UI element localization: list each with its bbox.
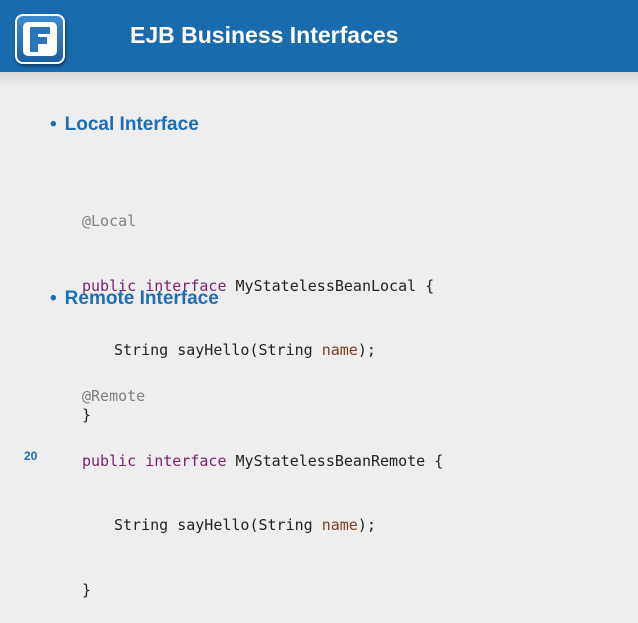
header-shadow-band	[0, 72, 638, 86]
slide-title: EJB Business Interfaces	[130, 22, 399, 48]
page-number: 20	[24, 449, 38, 463]
code-line-declaration: public interface MyStatelessBeanRemote {	[82, 451, 444, 470]
code-block-local: @Local public interface MyStatelessBeanL…	[82, 168, 434, 448]
bullet-dot: •	[50, 288, 57, 309]
code-line-method: String sayHello(String name);	[114, 341, 376, 359]
code-line-close: }	[82, 405, 92, 424]
bullet-dot: •	[50, 114, 57, 135]
code-line-annotation: @Local	[82, 212, 137, 230]
code-line-declaration: public interface MyStatelessBeanLocal {	[82, 276, 435, 295]
code-block-remote: @Remote public interface MyStatelessBean…	[82, 343, 443, 623]
letter-f-logo-icon	[15, 14, 65, 64]
bullet-remote-interface: • Remote Interface	[50, 288, 219, 310]
code-line-method: String sayHello(String name);	[114, 516, 376, 534]
bullet-heading: Remote Interface	[64, 288, 219, 309]
code-line-annotation: @Remote	[82, 387, 146, 405]
code-line-close: }	[82, 580, 92, 599]
bullet-local-interface: • Local Interface	[50, 114, 199, 136]
bullet-heading: Local Interface	[64, 114, 199, 135]
